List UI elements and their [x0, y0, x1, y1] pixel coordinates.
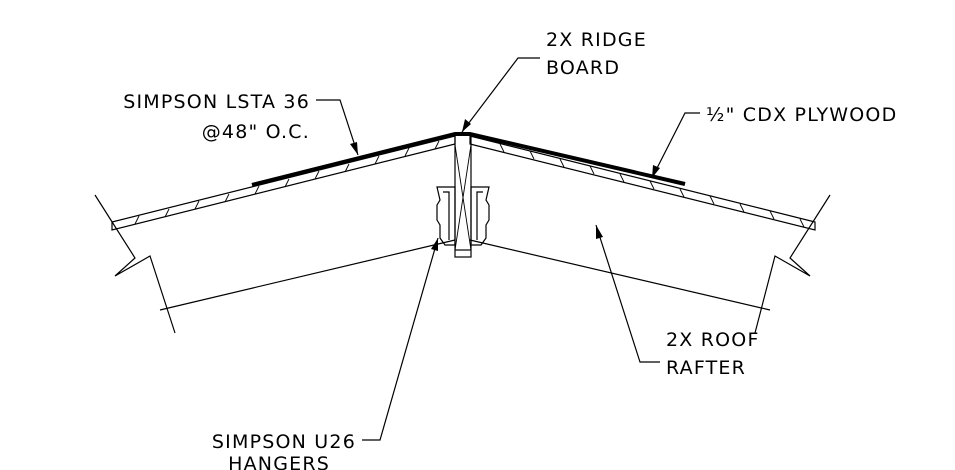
plywood-leader — [651, 112, 700, 179]
u26-hangers — [436, 186, 490, 246]
plywood-label: ½" CDX PLYWOOD — [706, 104, 897, 126]
hangers-leader — [362, 237, 439, 441]
lsta-leader — [316, 99, 359, 156]
ridge-board — [454, 134, 472, 258]
lsta-label-line1: SIMPSON LSTA 36 — [123, 91, 310, 113]
hangers-label-line1: SIMPSON U26 — [212, 431, 356, 453]
right-roof-rafter — [469, 135, 831, 334]
rafter-label-line1: 2X ROOF — [666, 329, 760, 351]
rafter-leader — [595, 224, 660, 363]
hangers-label-line2: HANGERS — [228, 453, 330, 470]
ridge-board-label-line2: BOARD — [546, 57, 620, 79]
lsta-strap — [251, 132, 686, 187]
lsta-label-line2: @48" O.C. — [202, 121, 310, 143]
left-roof-rafter — [94, 135, 456, 334]
ridge-board-label-line1: 2X RIDGE — [546, 29, 647, 51]
rafter-label-line2: RAFTER — [666, 357, 746, 379]
ridge-board-leader — [461, 57, 540, 133]
